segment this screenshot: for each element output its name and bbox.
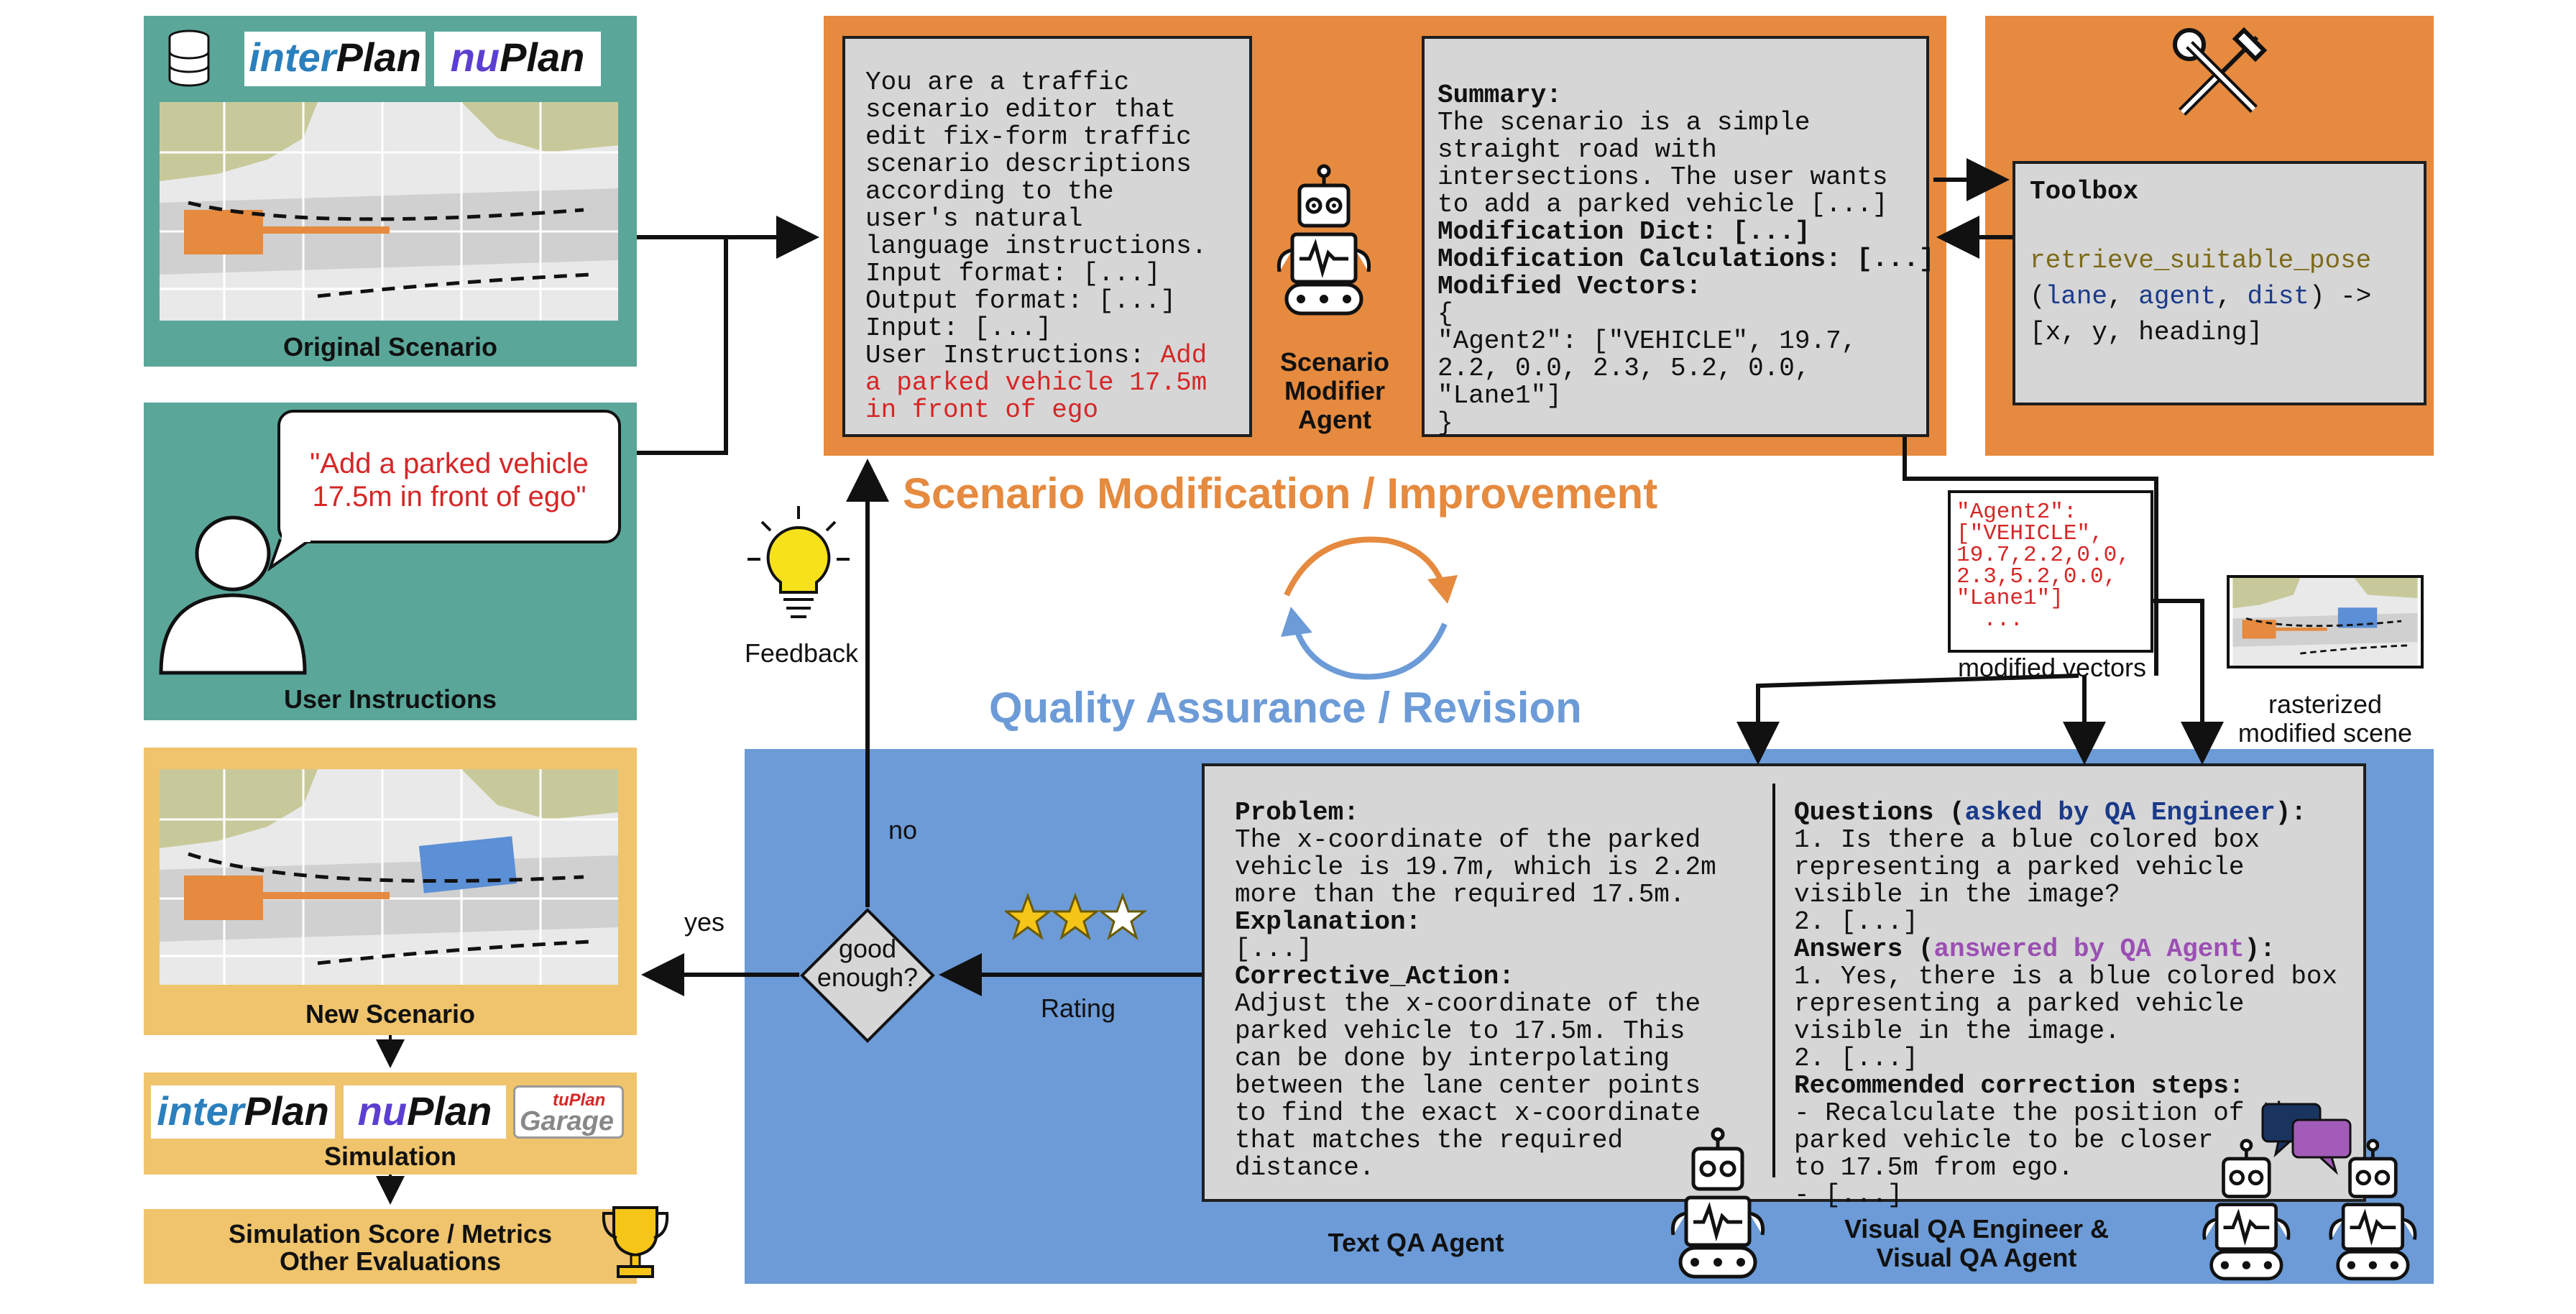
visual-qa-content: Questions (asked by QA Engineer): 1. Is … [1794,772,2337,1209]
text-qa-label: Text QA Agent [1328,1228,1504,1257]
problem-text: The x-coordinate of the parked vehicle i… [1235,825,1716,909]
answers-heading-c: ): [2244,934,2276,964]
interplan-logo-a: inter [249,35,336,80]
database-icon [168,29,210,87]
robot-icon [2329,1139,2417,1281]
prompt-text: You are a traffic scenario editor that e… [865,69,1207,424]
toolbox-p2: agent [2138,282,2217,311]
corrective-text: Adjust the x-coordinate of the parked ve… [1235,989,1701,1182]
lightbulb-icon [748,506,850,618]
answers-heading-a: Answers ( [1794,934,1934,964]
agent-label: Scenario Modifier Agent [1279,347,1390,434]
questions-heading-a: Questions ( [1794,798,1965,827]
star-icon [1098,892,1148,940]
corrective-heading: Corrective_Action: [1235,962,1514,991]
robot-icon [1670,1127,1765,1279]
decision-text: good enough? [816,934,919,992]
speech-bubble-text: "Add a parked vehicle 17.5m in front of … [310,448,589,513]
toolbox-p-close: ) -> [2309,282,2372,311]
user-instructions-label: User Instructions [283,684,497,714]
recommended-heading: Recommended correction steps: [1794,1071,2245,1101]
modification-calc: Modification Calculations: [...] [1438,244,1935,274]
rasterized-scene-map [2227,575,2424,669]
tuplan-garage-b: Garage [520,1106,614,1136]
problem-heading: Problem: [1235,798,1359,827]
qa-box [1202,763,2366,1202]
robot-icon [2202,1139,2291,1281]
user-icon [159,515,307,675]
sim-interplan-logo-a: inter [157,1088,244,1134]
speech-bubble [277,410,621,543]
questions-heading-b: asked by QA Engineer [1964,798,2276,827]
prompt-body: You are a traffic scenario editor that e… [865,68,1208,370]
toolbox-fn-name: retrieve_suitable_pose [2030,246,2372,275]
qa-divider [1772,784,1775,1177]
score-label: Simulation Score / Metrics Other Evaluat… [228,1219,553,1276]
rating-stars [1005,892,1148,940]
robot-icon [1276,164,1371,316]
toolbox-title: Toolbox [2030,177,2139,206]
loop-top-label: Scenario Modification / Improvement [903,469,1658,518]
original-scenario-label: Original Scenario [282,332,498,362]
summary-heading: Summary: [1438,81,1562,110]
modification-dict: Modification Dict: [...] [1438,217,1811,247]
visual-qa-label: Visual QA Engineer & Visual QA Agent [1844,1214,2110,1272]
prompt-box [842,36,1252,437]
sim-nuplan-logo-b: Plan [407,1088,492,1134]
toolbox-p1: lane [2045,282,2108,311]
tools-icon [2173,27,2268,116]
modified-vectors-heading: Modified Vectors: [1438,272,1702,301]
sim-interplan-logo-b: Plan [244,1088,329,1134]
prompt-user-instruction: Add a parked vehicle 17.5m in front of e… [865,341,1208,425]
sim-nuplan-logo-a: nu [357,1088,408,1134]
text-qa-content: Problem: The x-coordinate of the parked … [1235,772,1716,1182]
feedback-label: Feedback [744,638,859,668]
questions-text: 1. Is there a blue colored box represent… [1794,825,2260,937]
star-icon [1050,892,1100,940]
score-panel [144,1209,637,1284]
summary-box [1422,36,1929,437]
new-scenario-map [160,769,618,985]
questions-heading-c: ): [2275,798,2306,827]
sim-interplan-logo: interPlan [151,1085,335,1139]
toolbox-return: [x, y, heading] [2030,318,2263,347]
modified-vectors-body: { "Agent2": ["VEHICLE", 19.7, 2.2, 0.0, … [1438,299,1857,438]
vectors-text: "Agent2": ["VEHICLE", 19.7,2.2,0.0, 2.3,… [1956,500,2130,633]
rasterized-label: rasterized modified scene [2237,689,2413,748]
explanation-text: [...] [1235,934,1313,964]
chat-bubble-icon [2261,1103,2352,1175]
nuplan-logo: nuPlan [434,32,601,86]
interplan-logo-b: Plan [336,35,421,80]
decision-diamond [800,908,935,1043]
toolbox-box [2012,161,2426,405]
vectors-box [1948,490,2153,653]
tuplan-garage-a: tuPlan [553,1090,606,1110]
no-label: no [888,815,918,845]
speech-bubble-tail [267,532,310,572]
cycle-arrows-icon [1281,536,1458,680]
toolbox-p3: dist [2247,282,2309,311]
trophy-icon [602,1206,669,1278]
nuplan-logo-b: Plan [500,35,585,80]
simulation-label: Simulation [323,1141,456,1171]
new-scenario-label: New Scenario [305,999,476,1029]
tuplan-garage-logo: tuPlan Garage [513,1085,624,1139]
summary-text: Summary: The scenario is a simple straig… [1438,55,1934,437]
sim-nuplan-logo: nuPlan [344,1085,506,1139]
toolbox-p-open: ( [2030,282,2046,311]
answers-text: 1. Yes, there is a blue colored box repr… [1794,962,2338,1073]
loop-bottom-label: Quality Assurance / Revision [989,684,1582,732]
star-icon [1005,892,1053,940]
summary-body: The scenario is a simple straight road w… [1438,108,1888,219]
nuplan-logo-a: nu [450,35,500,80]
answers-heading-b: answered by QA Agent [1933,934,2245,964]
toolbox-function: retrieve_suitable_pose (lane, agent, dis… [2030,246,2372,347]
yes-label: yes [684,907,725,937]
rating-label: Rating [1040,993,1116,1023]
interplan-logo: interPlan [244,32,426,86]
original-scenario-map [160,102,618,321]
explanation-heading: Explanation: [1235,907,1422,937]
